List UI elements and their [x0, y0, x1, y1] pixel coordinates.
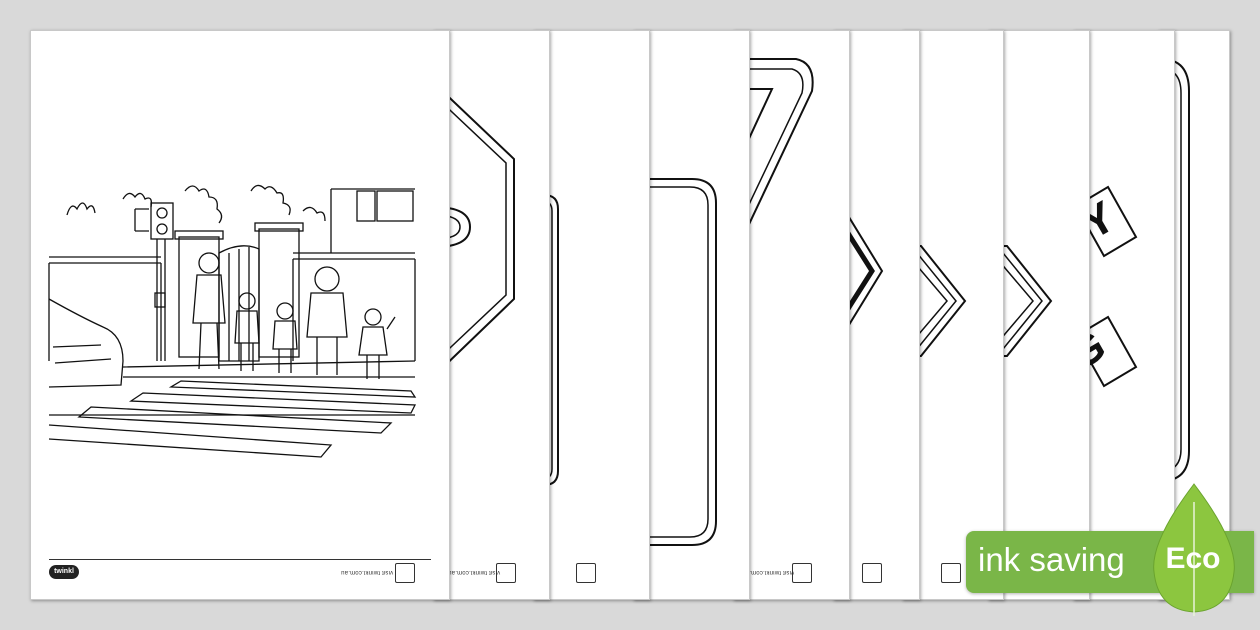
- mini-logo: [576, 563, 596, 583]
- stop-sign-art: [434, 82, 515, 377]
- sheet-4: [633, 30, 750, 600]
- sheet-9: Y G: [1073, 30, 1175, 600]
- twinkl-logo: twinkl: [49, 565, 79, 579]
- sheet-3: [533, 30, 650, 600]
- sheet-5: visit twinkl.com.au: [733, 30, 850, 600]
- mini-logo: [792, 563, 812, 583]
- street-crossing-scene: [48, 184, 417, 458]
- mini-logo: [496, 563, 516, 583]
- give-way-triangle-art: [734, 58, 814, 257]
- sheet-2: visit twinkl.com.au: [433, 30, 550, 600]
- round-corner-sign-art: [534, 194, 559, 486]
- eco-label: Eco: [1165, 542, 1221, 575]
- footer-url: visit twinkl.com.au: [341, 569, 394, 575]
- footer-rule: [49, 559, 431, 560]
- give-way-sign-art: [1074, 185, 1138, 388]
- rectangle-sign-art: [634, 178, 717, 546]
- eco-leaf-icon: [1153, 483, 1235, 616]
- badge-label: ink saving: [978, 541, 1125, 578]
- sheet-1-front: twinkl visit twinkl.com.au: [30, 30, 450, 600]
- diamond-sign-art: [989, 245, 1053, 357]
- mini-logo: [862, 563, 882, 583]
- footer-url: visit twinkl.com.au: [448, 569, 501, 575]
- mini-logo: [395, 563, 415, 583]
- mini-logo: [941, 563, 961, 583]
- sheet-8: [988, 30, 1090, 600]
